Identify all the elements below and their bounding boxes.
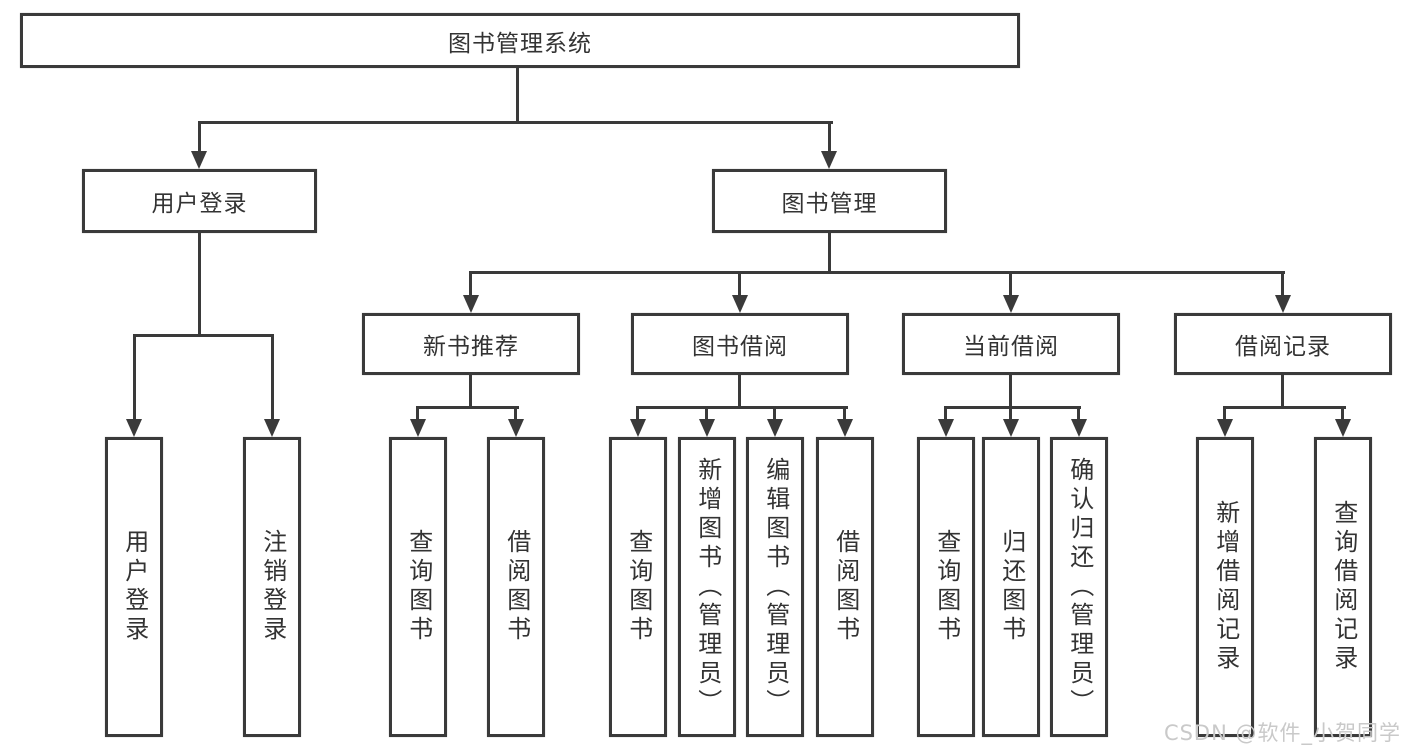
connector-line: [1009, 271, 1012, 297]
connector-line: [636, 406, 639, 421]
leaf-return-books: 归还图书: [982, 437, 1040, 737]
connector-line: [843, 406, 846, 421]
connector-line: [470, 271, 1285, 274]
arrow-down-icon: [1275, 295, 1291, 313]
arrow-down-icon: [508, 419, 524, 437]
connector-line: [133, 334, 136, 421]
node-label: 新增图书（管理员）: [693, 456, 722, 718]
node-library-management-system: 图书管理系统: [20, 13, 1020, 68]
node-label: 借阅图书: [831, 529, 860, 645]
node-label: 注销登录: [258, 529, 287, 645]
connector-line: [705, 406, 708, 421]
leaf-query-books-borrowing: 查询图书: [609, 437, 667, 737]
arrow-down-icon: [699, 419, 715, 437]
connector-line: [469, 271, 472, 297]
leaf-user-login: 用户登录: [105, 437, 163, 737]
connector-line: [133, 334, 274, 337]
node-book-borrowing: 图书借阅: [631, 313, 849, 375]
node-label: 新增借阅记录: [1211, 500, 1240, 674]
csdn-watermark: CSDN @软件_小贺同学: [1163, 721, 1401, 745]
arrow-down-icon: [1003, 295, 1019, 313]
arrow-down-icon: [463, 295, 479, 313]
connector-line: [773, 406, 776, 421]
node-label: 图书管理系统: [448, 30, 592, 57]
arrow-down-icon: [837, 419, 853, 437]
arrow-down-icon: [1217, 419, 1233, 437]
connector-line: [944, 406, 947, 421]
node-label: 确认归还（管理员）: [1065, 456, 1094, 718]
arrow-down-icon: [264, 419, 280, 437]
arrow-down-icon: [126, 419, 142, 437]
node-label: 图书管理: [781, 191, 878, 217]
node-label: 查询借阅记录: [1329, 500, 1358, 674]
connector-line: [198, 233, 201, 336]
arrow-down-icon: [1003, 419, 1019, 437]
node-label: 查询图书: [932, 529, 961, 645]
connector-line: [516, 68, 519, 122]
node-label: 图书借阅: [692, 334, 788, 360]
connector-line: [636, 406, 848, 409]
connector-line: [738, 375, 741, 409]
node-borrowing-records: 借阅记录: [1174, 313, 1392, 375]
leaf-query-books-current: 查询图书: [917, 437, 975, 737]
arrow-down-icon: [732, 295, 748, 313]
node-book-management: 图书管理: [712, 169, 947, 233]
arrow-down-icon: [191, 151, 207, 169]
connector-line: [1009, 375, 1012, 409]
connector-line: [416, 406, 419, 421]
node-new-book-recommendation: 新书推荐: [362, 313, 580, 375]
arrow-down-icon: [767, 419, 783, 437]
connector-line: [828, 233, 831, 274]
connector-line: [1223, 406, 1226, 421]
node-label: 编辑图书（管理员）: [761, 456, 790, 718]
arrow-down-icon: [1071, 419, 1087, 437]
arrow-down-icon: [938, 419, 954, 437]
connector-line: [1224, 406, 1346, 409]
connector-line: [945, 406, 1081, 409]
leaf-edit-books-admin: 编辑图书（管理员）: [746, 437, 804, 737]
connector-line: [198, 121, 833, 124]
node-label: 查询图书: [624, 529, 653, 645]
leaf-borrow-books-recommend: 借阅图书: [487, 437, 545, 737]
arrow-down-icon: [821, 151, 837, 169]
arrow-down-icon: [630, 419, 646, 437]
connector-line: [828, 121, 831, 153]
node-user-login: 用户登录: [82, 169, 317, 233]
leaf-add-borrow-record: 新增借阅记录: [1196, 437, 1254, 737]
connector-line: [271, 334, 274, 421]
leaf-confirm-return-admin: 确认归还（管理员）: [1050, 437, 1108, 737]
connector-line: [469, 375, 472, 409]
arrow-down-icon: [1335, 419, 1351, 437]
node-label: 借阅图书: [502, 529, 531, 645]
leaf-logout: 注销登录: [243, 437, 301, 737]
connector-line: [1341, 406, 1344, 421]
leaf-query-books-recommend: 查询图书: [389, 437, 447, 737]
node-current-borrowing: 当前借阅: [902, 313, 1120, 375]
leaf-add-books-admin: 新增图书（管理员）: [678, 437, 736, 737]
node-label: 当前借阅: [963, 334, 1059, 360]
connector-line: [514, 406, 517, 421]
node-label: 用户登录: [151, 191, 248, 217]
node-label: 查询图书: [404, 529, 433, 645]
arrow-down-icon: [410, 419, 426, 437]
leaf-query-borrow-record: 查询借阅记录: [1314, 437, 1372, 737]
node-label: 新书推荐: [423, 334, 519, 360]
node-label: 用户登录: [120, 529, 149, 645]
connector-line: [1281, 375, 1284, 409]
node-label: 借阅记录: [1235, 334, 1331, 360]
connector-line: [417, 406, 519, 409]
node-label: 归还图书: [997, 529, 1026, 645]
connector-line: [1281, 271, 1284, 297]
connector-line: [1077, 406, 1080, 421]
connector-line: [198, 121, 201, 153]
leaf-borrow-books: 借阅图书: [816, 437, 874, 737]
connector-line: [738, 271, 741, 297]
connector-line: [1009, 406, 1012, 421]
